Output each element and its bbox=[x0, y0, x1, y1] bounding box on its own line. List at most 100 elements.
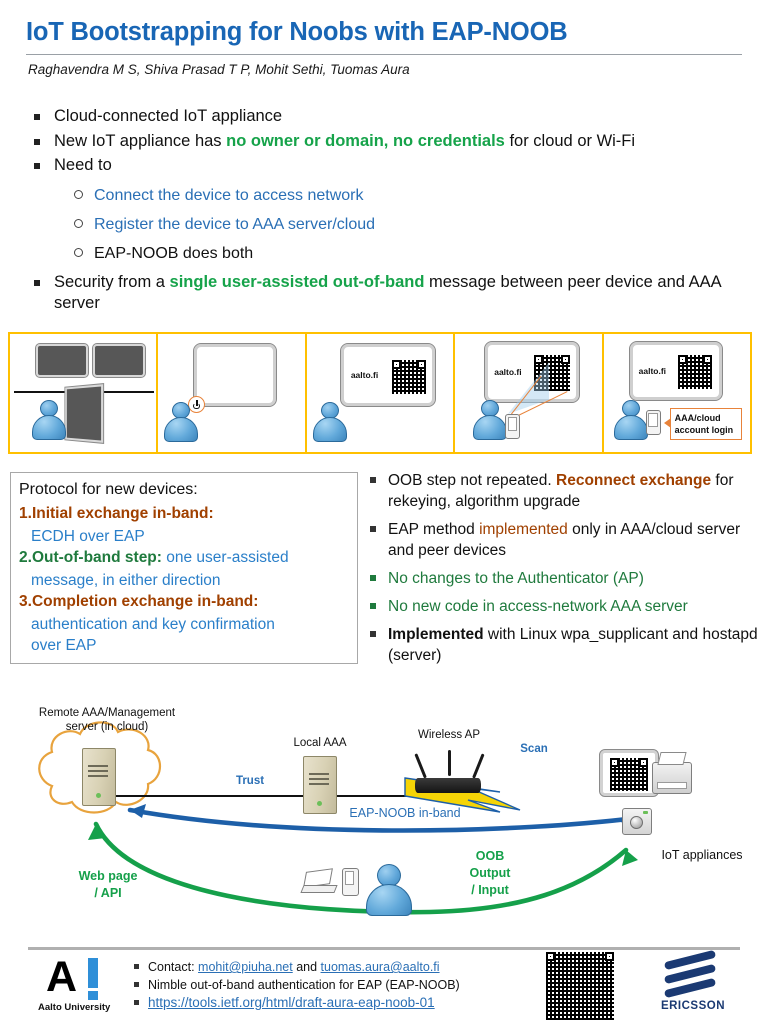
sub-bullet-register-device: Register the device to AAA server/cloud bbox=[28, 214, 744, 235]
feature-text: No new code in access-network AAA server bbox=[388, 598, 688, 615]
panel-3-qr-displayed: aalto.fi bbox=[307, 334, 456, 452]
ericsson-logo: ERICSSON bbox=[656, 949, 730, 1018]
person-body bbox=[366, 884, 412, 916]
remote-server-label: Remote AAA/Management server (in cloud) bbox=[22, 706, 192, 734]
square-bullet-icon bbox=[370, 631, 376, 637]
footer-expansion-row: Nimble out-of-band authentication for EA… bbox=[132, 976, 512, 994]
intro-bullet-list: Cloud-connected IoT appliance New IoT ap… bbox=[28, 106, 744, 318]
local-aaa-server-icon bbox=[303, 756, 337, 814]
sub-bullet-text: Register the device to AAA server/cloud bbox=[94, 215, 376, 233]
inband-arrowhead-left bbox=[130, 804, 146, 818]
remote-server-line-1: Remote AAA/Management bbox=[38, 707, 176, 719]
square-bullet-icon bbox=[134, 982, 139, 987]
printer-tray-icon bbox=[657, 782, 687, 789]
step-body: one user-assisted bbox=[166, 549, 289, 566]
device-screen-qr: aalto.fi bbox=[484, 341, 581, 403]
aalto-logo-exclamation-bar bbox=[88, 958, 98, 988]
callout-line-2: account login bbox=[674, 425, 734, 435]
person-icon bbox=[32, 400, 66, 440]
laptop-icon bbox=[300, 868, 338, 895]
screen-url-label: aalto.fi bbox=[350, 370, 379, 380]
panel-5-account-login: aalto.fi AAA/cloud account login bbox=[604, 334, 750, 452]
feature-reconnect-exchange: OOB step not repeated. Reconnect exchang… bbox=[368, 470, 760, 512]
protocol-box: Protocol for new devices: 1.Initial exch… bbox=[10, 472, 358, 664]
square-bullet-icon bbox=[370, 477, 376, 483]
circle-bullet-icon bbox=[74, 247, 83, 257]
trust-label: Trust bbox=[235, 775, 265, 787]
author-list: Raghavendra M S, Shiva Prasad T P, Mohit… bbox=[28, 62, 410, 77]
sub-bullet-text: Connect the device to access network bbox=[94, 186, 364, 204]
protocol-step-3-body-2: over EAP bbox=[31, 637, 97, 654]
feature-no-authenticator-changes: No changes to the Authenticator (AP) bbox=[368, 568, 760, 589]
square-bullet-icon bbox=[34, 163, 40, 169]
feature-text: No changes to the Authenticator (AP) bbox=[388, 570, 644, 587]
device-screen-qr: aalto.fi bbox=[339, 343, 436, 407]
bullet-line-2: device and AAA server bbox=[54, 272, 721, 313]
qr-code-icon bbox=[534, 355, 571, 391]
oob-line-1: OOB bbox=[475, 849, 505, 863]
aalto-university-logo: A Aalto University bbox=[38, 956, 124, 1014]
panel-2-power-on bbox=[158, 334, 307, 452]
person-body bbox=[473, 415, 508, 440]
qr-code-icon bbox=[391, 360, 426, 394]
panel-4-scanning: aalto.fi bbox=[455, 334, 604, 452]
web-page-line-1: Web page bbox=[78, 869, 138, 883]
contact-email-1-link[interactable]: mohit@piuha.net bbox=[198, 960, 293, 974]
carried-device-icon bbox=[64, 383, 105, 444]
qr-code-icon bbox=[677, 355, 712, 389]
feature-text-pre: OOB step not repeated. bbox=[388, 472, 557, 489]
feature-text-highlight: Reconnect exchange bbox=[556, 472, 712, 489]
square-bullet-icon bbox=[370, 603, 376, 609]
step-number: 2. bbox=[19, 549, 32, 566]
step-title: Out-of-band step bbox=[31, 549, 157, 566]
shelf-device-right-icon bbox=[92, 343, 146, 378]
footer-info-list: Contact: mohit@piuha.net and tuomas.aura… bbox=[132, 958, 512, 1012]
sub-bullet-connect-device: Connect the device to access network bbox=[28, 185, 744, 206]
sub-bullet-eap-noob-both: EAP-NOOB does both bbox=[28, 243, 744, 264]
feature-text-pre: EAP method bbox=[388, 521, 480, 538]
screen-url-label: aalto.fi bbox=[494, 367, 522, 377]
wireless-ap-label: Wireless AP bbox=[418, 729, 480, 741]
draft-url-link[interactable]: https://tools.ietf.org/html/draft-aura-e… bbox=[148, 995, 435, 1010]
person-icon bbox=[613, 400, 648, 440]
feature-no-new-code: No new code in access-network AAA server bbox=[368, 596, 760, 617]
oob-arrowhead-left bbox=[88, 824, 106, 840]
aalto-logo-name: Aalto University bbox=[38, 1002, 111, 1013]
bullet-line-1: Security from a single user-assisted out… bbox=[54, 273, 601, 291]
remote-server-line-2: server (in cloud) bbox=[65, 721, 149, 733]
square-bullet-icon bbox=[134, 964, 139, 969]
oob-arrowhead-right bbox=[622, 850, 638, 866]
printer-icon bbox=[652, 752, 692, 794]
feature-bullet-list: OOB step not repeated. Reconnect exchang… bbox=[368, 470, 760, 673]
network-architecture-diagram: Remote AAA/Management server (in cloud) … bbox=[0, 700, 768, 940]
callout-account-login: AAA/cloud account login bbox=[669, 408, 742, 440]
story-panel-strip: aalto.fi aalto.fi aalto.fi bbox=[8, 332, 752, 454]
bullet-security-oob: Security from a single user-assisted out… bbox=[28, 272, 744, 315]
phone-icon bbox=[505, 414, 521, 439]
step-number: 1. bbox=[19, 505, 32, 522]
footer-divider bbox=[28, 947, 740, 950]
sub-bullet-text: EAP-NOOB does both bbox=[94, 244, 254, 262]
square-bullet-icon bbox=[34, 114, 40, 120]
title-divider bbox=[26, 54, 742, 55]
laptop-base bbox=[300, 885, 338, 893]
feature-text-post: with Linux wpa_supplicant and hostapd (s… bbox=[388, 626, 758, 664]
step-separator: : bbox=[156, 549, 167, 566]
iot-tablet-icon bbox=[599, 749, 659, 797]
protocol-step-3-body: authentication and key confirmation bbox=[31, 615, 275, 633]
scan-label: Scan bbox=[520, 743, 548, 755]
protocol-step-3: 3.Completion exchange in-band: bbox=[19, 591, 349, 613]
panel-1-store bbox=[10, 334, 159, 452]
power-icon bbox=[188, 396, 206, 413]
contact-email-2-link[interactable]: tuomas.aura@aalto.fi bbox=[320, 960, 440, 974]
feature-text-post: for rekeying, algorithm upgrade bbox=[388, 472, 734, 510]
step-title: Initial exchange in-band: bbox=[31, 505, 214, 522]
feature-eap-method-implemented: EAP method implemented only in AAA/cloud… bbox=[368, 519, 760, 561]
bullet-cloud-connected: Cloud-connected IoT appliance bbox=[28, 106, 744, 128]
oob-line-2: Output bbox=[469, 866, 511, 880]
camera-flash-icon bbox=[643, 811, 648, 814]
protocol-step-1: 1.Initial exchange in-band: bbox=[19, 503, 349, 525]
circle-bullet-icon bbox=[74, 218, 83, 228]
bullet-text-post: message between peer bbox=[424, 272, 601, 291]
square-bullet-icon bbox=[370, 526, 376, 532]
